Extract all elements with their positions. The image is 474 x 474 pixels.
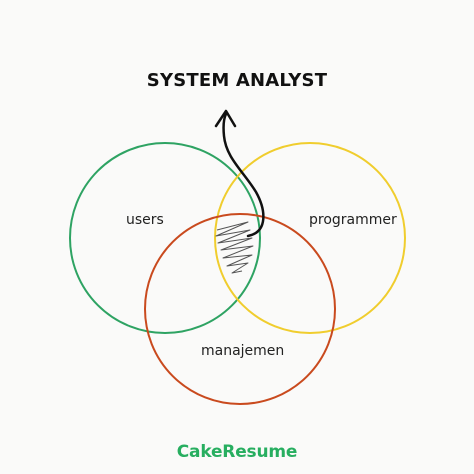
diagram-title: SYSTEM ANALYST bbox=[146, 70, 328, 91]
programmer-circle bbox=[214, 142, 406, 334]
curved-arrow bbox=[222, 112, 265, 238]
manajemen-label: manajemen bbox=[201, 343, 285, 359]
intersection-scribble bbox=[215, 221, 254, 274]
users-circle bbox=[69, 142, 261, 334]
brand-logo: CakeResume bbox=[176, 442, 298, 462]
users-label: users bbox=[126, 212, 164, 228]
arrow-head-icon bbox=[214, 109, 237, 128]
manajemen-circle bbox=[144, 213, 336, 405]
programmer-label: programmer bbox=[309, 212, 397, 228]
